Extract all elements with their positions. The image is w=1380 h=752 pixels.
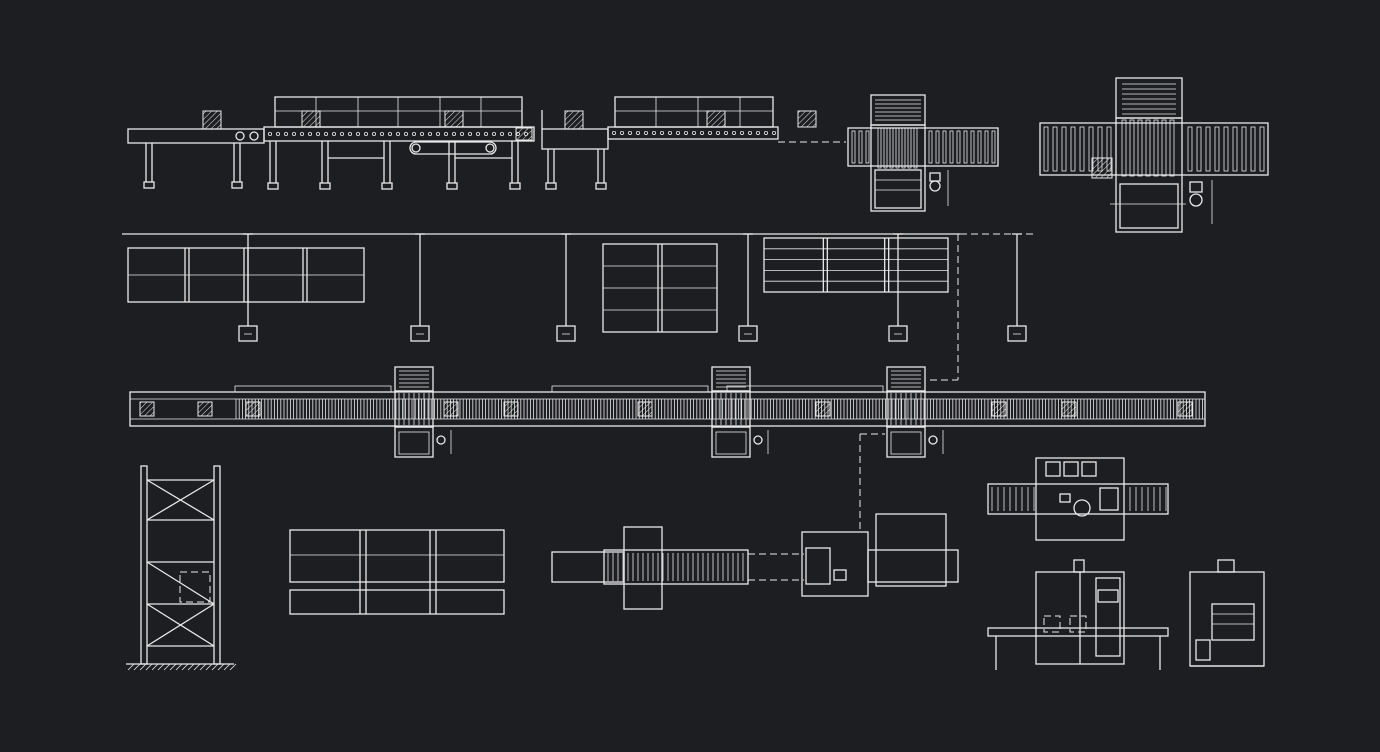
guard-rail-panels — [127, 237, 949, 333]
guard-rail-panels-row4 — [289, 529, 505, 615]
side-view-long-conveyor — [263, 96, 535, 190]
packing-machine-side-view — [1189, 559, 1265, 667]
side-view-transfer-conveyor — [541, 96, 846, 190]
packing-machine-front-view — [987, 559, 1169, 670]
top-view-cross-transfer — [1039, 77, 1269, 233]
top-view-transfer-unit — [847, 94, 999, 212]
main-line-top-view — [129, 366, 1206, 458]
storage-rack-frame — [126, 465, 237, 671]
wrapping-line-top-view — [551, 513, 959, 610]
overhead-support-beams — [122, 233, 1036, 342]
side-view-feed-conveyor — [127, 110, 265, 189]
packing-machine-top-view — [987, 457, 1169, 541]
